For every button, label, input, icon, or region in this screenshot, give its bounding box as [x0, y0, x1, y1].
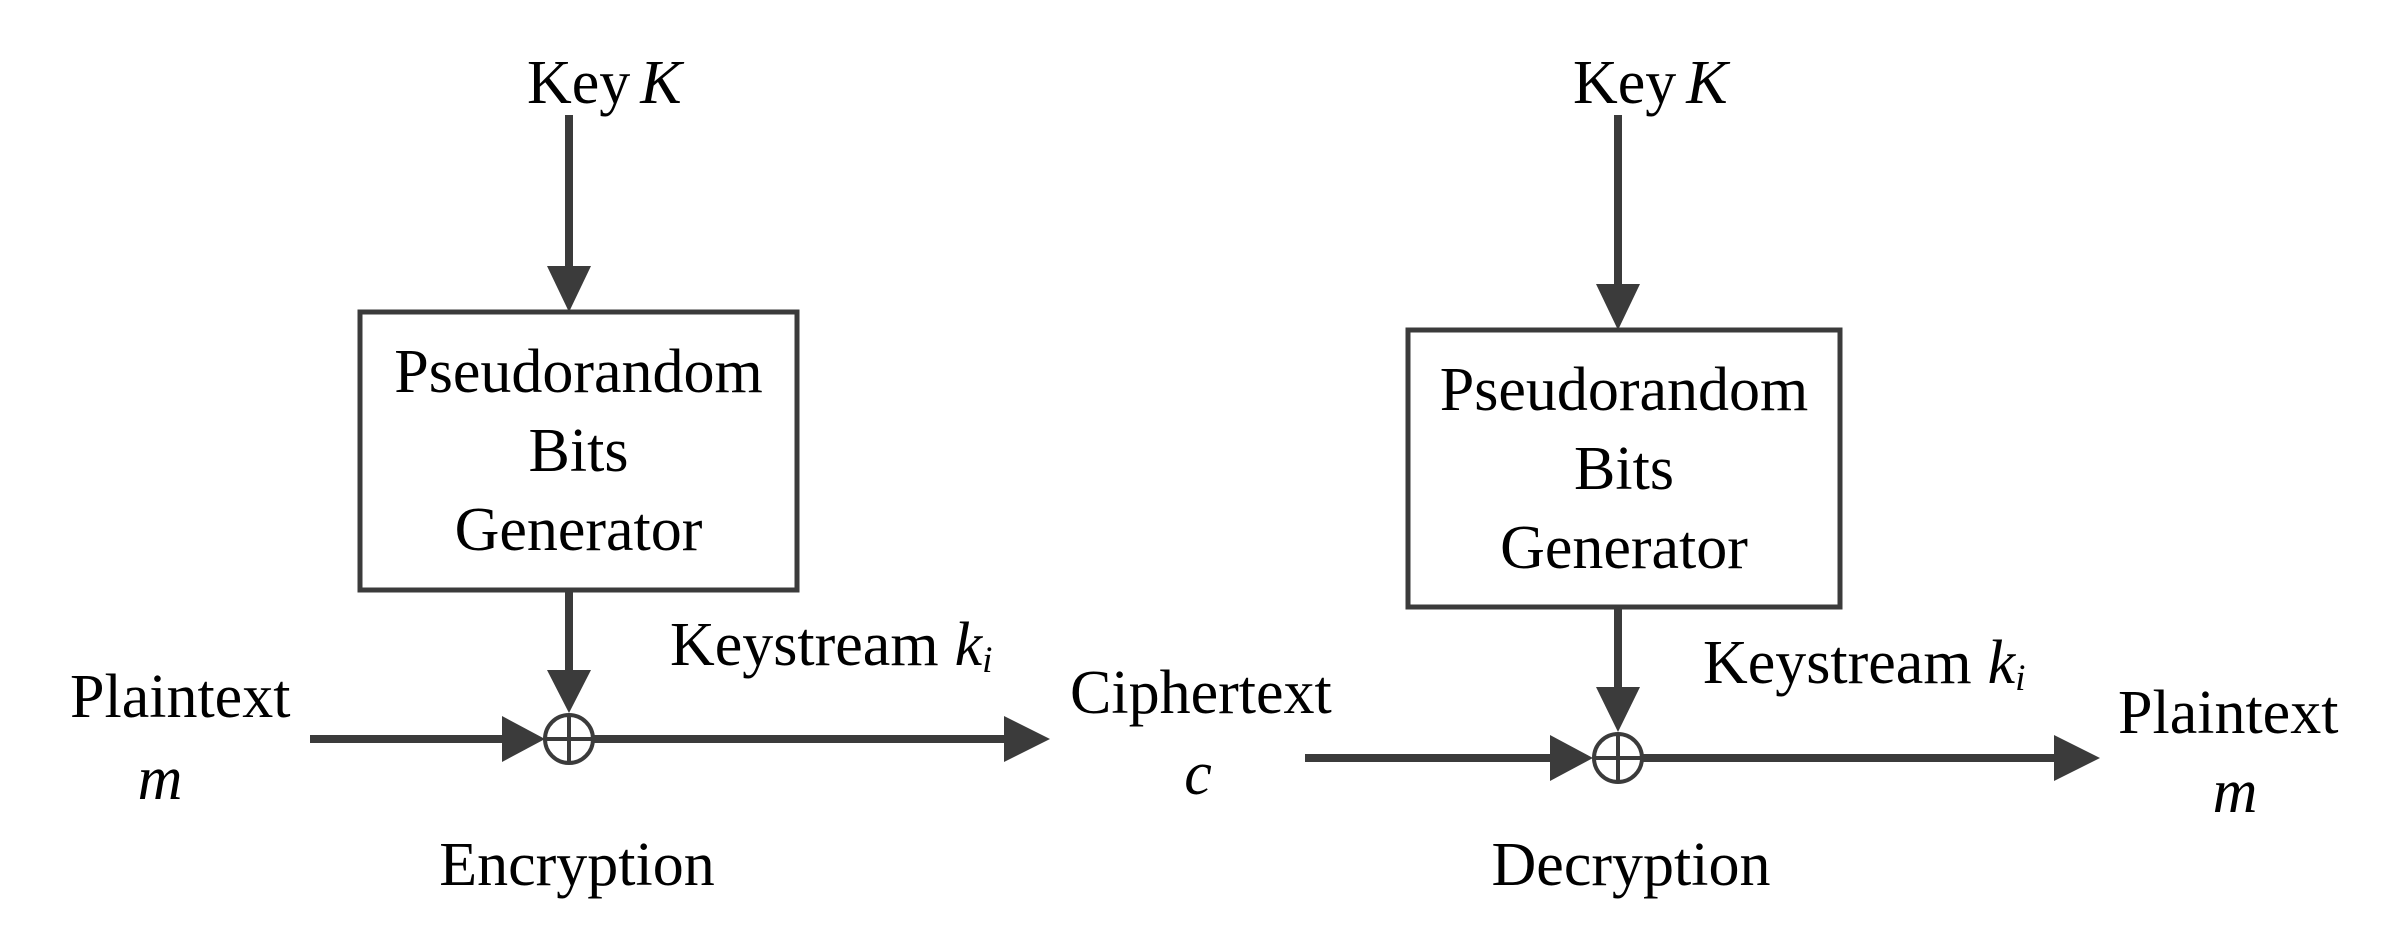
box-line-3: Generator: [454, 496, 703, 564]
key-arrow-head-icon: [547, 266, 591, 312]
keystream-word: Keystream: [670, 611, 939, 679]
keystream-word: Keystream: [1703, 629, 1972, 697]
generator-box: [1405, 327, 1843, 610]
input-arrow-head-icon: [1550, 735, 1593, 781]
plaintext-var-m: m: [2212, 758, 2258, 826]
output-arrow-head-icon: [1004, 716, 1050, 762]
generator-box-label-encryption: Pseudorandom Bits Generator: [360, 312, 797, 590]
keystream-arrow-head-icon: [1596, 687, 1640, 732]
xor-icon: [543, 713, 595, 765]
encryption-caption: Encryption: [439, 831, 715, 899]
input-arrow-head-icon: [502, 716, 545, 762]
box-line-1: Pseudorandom: [1439, 355, 1809, 424]
box-line-1: Pseudorandom: [394, 338, 763, 406]
plaintext-label-left: Plaintext: [70, 663, 291, 731]
plaintext-var-right: m: [2145, 761, 2325, 823]
decryption-caption: Decryption: [1491, 831, 1771, 899]
key-var: K: [1686, 49, 1728, 117]
keystream-arrow-head-icon: [547, 670, 591, 713]
box-line-2: Bits: [1574, 434, 1674, 503]
key-arrow-head-icon: [1596, 284, 1640, 330]
xor-icon: [1592, 732, 1644, 784]
plaintext-label-right: Plaintext: [2118, 679, 2339, 747]
generator-box: [357, 309, 800, 593]
keystream-var: k: [954, 611, 983, 679]
ciphertext-var: c: [1108, 743, 1288, 805]
key-word: Key: [527, 49, 631, 117]
keystream-subscript: i: [2015, 657, 2026, 699]
keystream-subscript: i: [982, 639, 993, 681]
key-word: Key: [1573, 49, 1677, 117]
ciphertext-label: Ciphertext: [1070, 659, 1332, 727]
encryption-graphics: [310, 115, 1050, 765]
generator-box-label-decryption: Pseudorandom Bits Generator: [1408, 330, 1840, 607]
keystream-var: k: [1987, 629, 2016, 697]
decryption-graphics: [1305, 115, 2100, 784]
box-line-3: Generator: [1500, 513, 1748, 582]
box-line-2: Bits: [528, 417, 629, 485]
plaintext-var-m: m: [137, 745, 183, 813]
ciphertext-var-c: c: [1184, 740, 1212, 808]
output-arrow-head-icon: [2054, 735, 2100, 781]
plaintext-var-left: m: [70, 748, 250, 810]
key-var: K: [640, 49, 682, 117]
